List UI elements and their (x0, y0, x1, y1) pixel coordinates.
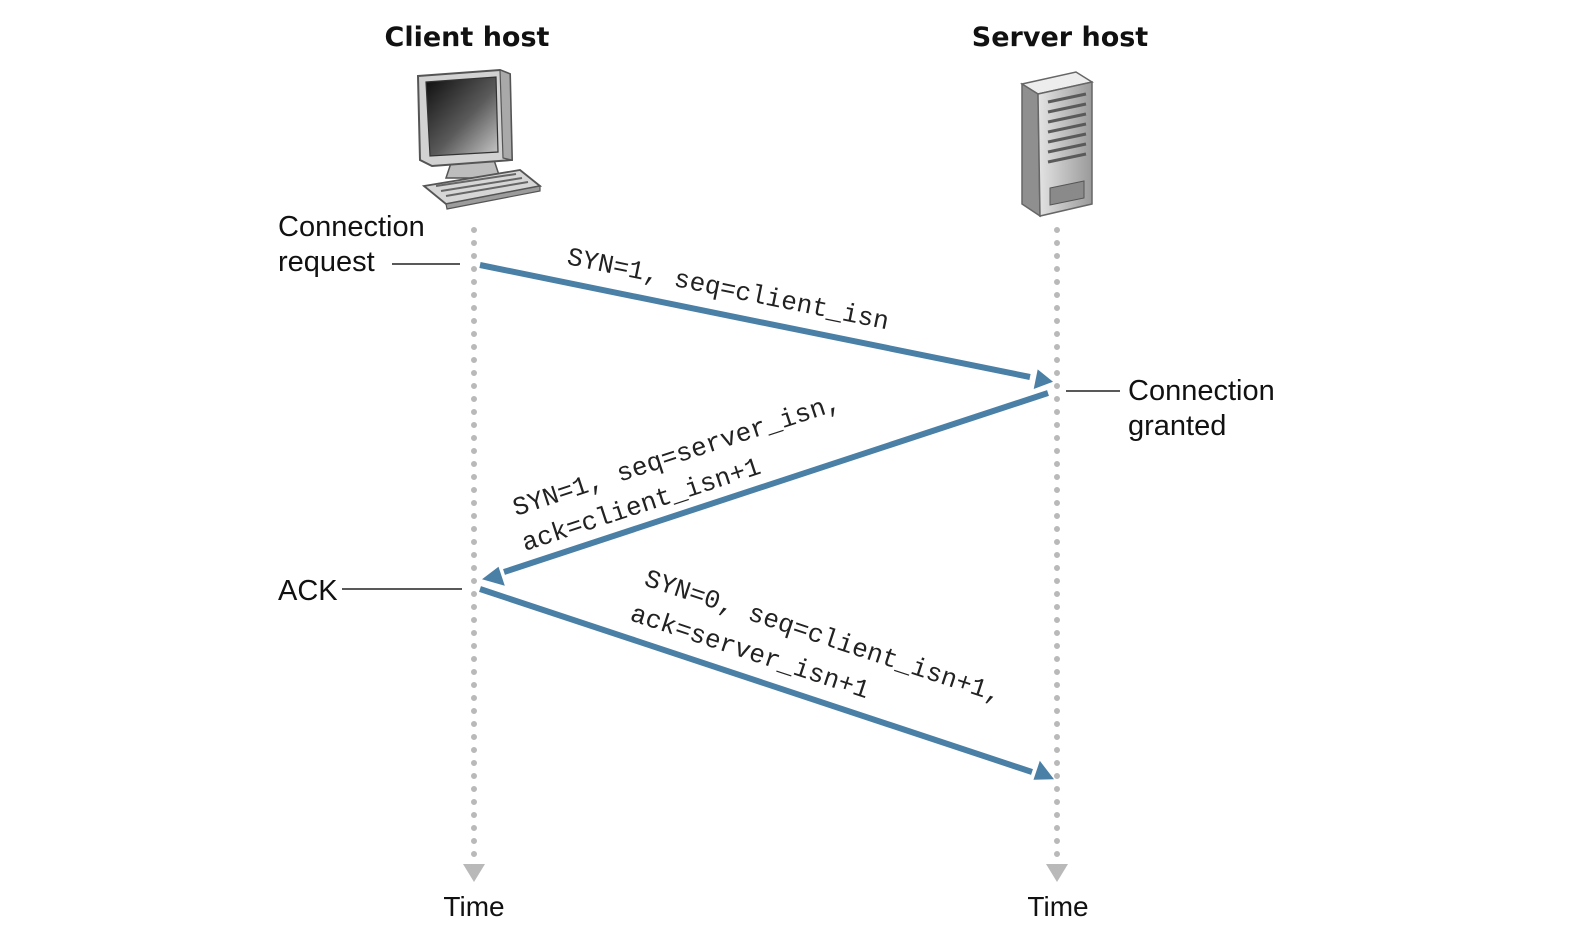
connection-request-line-1: Connection (278, 211, 425, 243)
connection-granted-label: Connection granted (1128, 375, 1275, 442)
ack-label: ACK (278, 575, 338, 607)
server-time-label: Time (1027, 891, 1088, 922)
server-host-title: Server host (972, 22, 1149, 53)
connection-request-label: Connection request (278, 211, 425, 278)
client-host-title: Client host (385, 22, 550, 53)
connection-granted-line-1: Connection (1128, 375, 1275, 407)
connection-request-line-2: request (278, 246, 375, 278)
ack-segment-arrow (479, 586, 1054, 780)
syn-segment-arrow (479, 262, 1053, 389)
client-timeline-arrowhead (463, 864, 485, 882)
connection-granted-line-2: granted (1128, 410, 1226, 442)
synack-segment-arrow (482, 390, 1049, 586)
server-timeline-arrowhead (1046, 864, 1068, 882)
server-tower-icon (1020, 71, 1094, 218)
desktop-computer-icon (416, 68, 543, 210)
client-time-label: Time (443, 891, 504, 922)
